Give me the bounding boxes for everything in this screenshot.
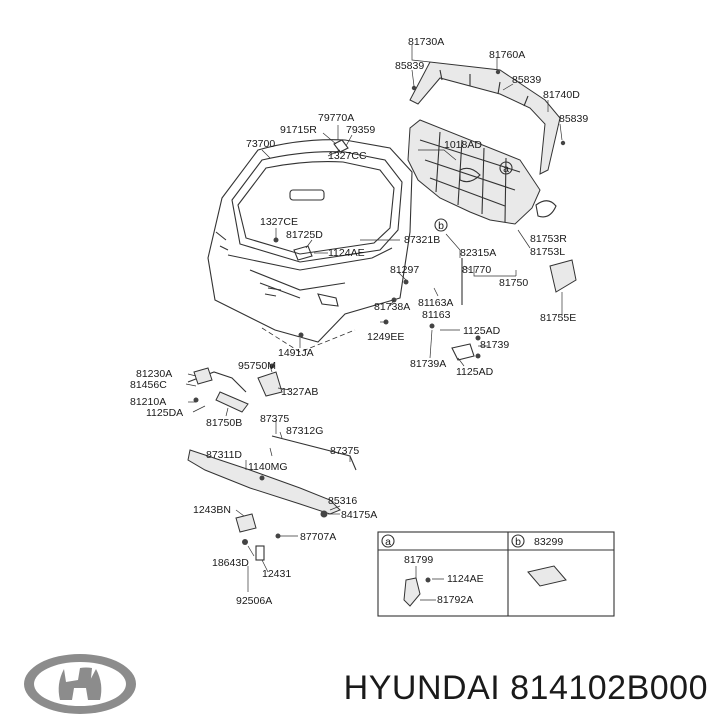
latch-handle-assembly	[187, 363, 283, 413]
label-81770: 81770	[462, 264, 491, 276]
label-81210A: 81210A	[130, 396, 166, 408]
label-81740D: 81740D	[543, 89, 580, 101]
label-81730A: 81730A	[408, 36, 444, 48]
svg-text:1124AE: 1124AE	[447, 573, 484, 585]
label-85839: 85839	[512, 74, 541, 86]
label-1125AD: 1125AD	[463, 325, 501, 337]
label-12431: 12431	[262, 568, 291, 580]
hyundai-logo-icon	[24, 654, 136, 714]
label-1327CC: 1327CC	[328, 150, 367, 162]
label-92506A: 92506A	[236, 595, 272, 607]
spoiler-trim	[409, 61, 566, 175]
label-87707A: 87707A	[300, 531, 336, 543]
label-1327AB: 1327AB	[281, 386, 318, 398]
legend-cell-b: b 83299	[511, 534, 567, 587]
garnish-strip	[187, 435, 357, 518]
legend-table: a 81799 1124AE 81792A b 83299	[377, 531, 615, 617]
high-mount-stop-lamp	[535, 200, 577, 293]
svg-text:a: a	[503, 163, 509, 175]
label-87375: 87375	[330, 445, 359, 457]
label-81230A: 81230A	[136, 368, 172, 380]
label-81739: 81739	[480, 339, 509, 351]
svg-text:a: a	[385, 536, 391, 548]
label-95750M: 95750M	[238, 360, 276, 372]
license-lamp-bracket	[235, 513, 281, 561]
callout-b: b	[434, 218, 448, 232]
label-81456C: 81456C	[130, 379, 167, 391]
svg-text:81799: 81799	[404, 554, 433, 566]
label-1243BN: 1243BN	[193, 504, 231, 516]
tailgate-panel	[207, 139, 413, 353]
label-85839: 85839	[395, 60, 424, 72]
trim-panel	[407, 119, 541, 225]
label-87311D: 87311D	[206, 449, 242, 461]
label-1018AD: 1018AD	[444, 139, 482, 151]
label-85316: 85316	[328, 495, 357, 507]
label-81753L: 81753L	[530, 246, 565, 258]
label-81739A: 81739A	[410, 358, 446, 370]
label-73700: 73700	[246, 138, 275, 150]
label-85839: 85839	[559, 113, 588, 125]
part-labels: 81730A 85839 81760A 85839 81740D 85839 7…	[130, 36, 588, 607]
label-81750B: 81750B	[206, 417, 242, 429]
label-79359: 79359	[346, 124, 375, 136]
label-81753R: 81753R	[530, 233, 567, 245]
label-91715R: 91715R	[280, 124, 317, 136]
svg-text:b: b	[515, 536, 521, 548]
label-1124AE: 1124AE	[328, 247, 365, 259]
legend-cell-a: a 81799 1124AE 81792A	[381, 534, 484, 607]
label-81725D: 81725D	[286, 229, 323, 241]
label-87375: 87375	[260, 413, 289, 425]
label-1125DA: 1125DA	[146, 407, 183, 419]
label-81297: 81297	[390, 264, 419, 276]
label-81738A: 81738A	[374, 301, 410, 313]
label-87321B: 87321B	[404, 234, 440, 246]
label-87312G: 87312G	[286, 425, 323, 437]
label-81760A: 81760A	[489, 49, 525, 61]
leader-lines	[185, 45, 563, 592]
label-81163A: 81163A	[418, 297, 453, 309]
svg-text:83299: 83299	[534, 536, 563, 548]
label-82315A: 82315A	[460, 247, 496, 259]
label-1249EE: 1249EE	[367, 331, 404, 343]
label-81755E: 81755E	[540, 312, 576, 324]
label-1327CE: 1327CE	[260, 216, 298, 228]
label-81750: 81750	[499, 277, 528, 289]
svg-text:81792A: 81792A	[437, 594, 473, 606]
label-1125AD: 1125AD	[456, 366, 494, 378]
footer-caption: HYUNDAI 814102B000	[344, 669, 708, 707]
svg-text:b: b	[438, 220, 444, 232]
label-18643D: 18643D	[212, 557, 249, 569]
label-1140MG: 1140MG	[248, 461, 288, 473]
label-81163: 81163	[422, 309, 451, 321]
label-84175A: 84175A	[341, 509, 377, 521]
callout-a: a	[499, 161, 513, 175]
label-1491JA: 1491JA	[278, 347, 314, 359]
label-79770A: 79770A	[318, 112, 354, 124]
